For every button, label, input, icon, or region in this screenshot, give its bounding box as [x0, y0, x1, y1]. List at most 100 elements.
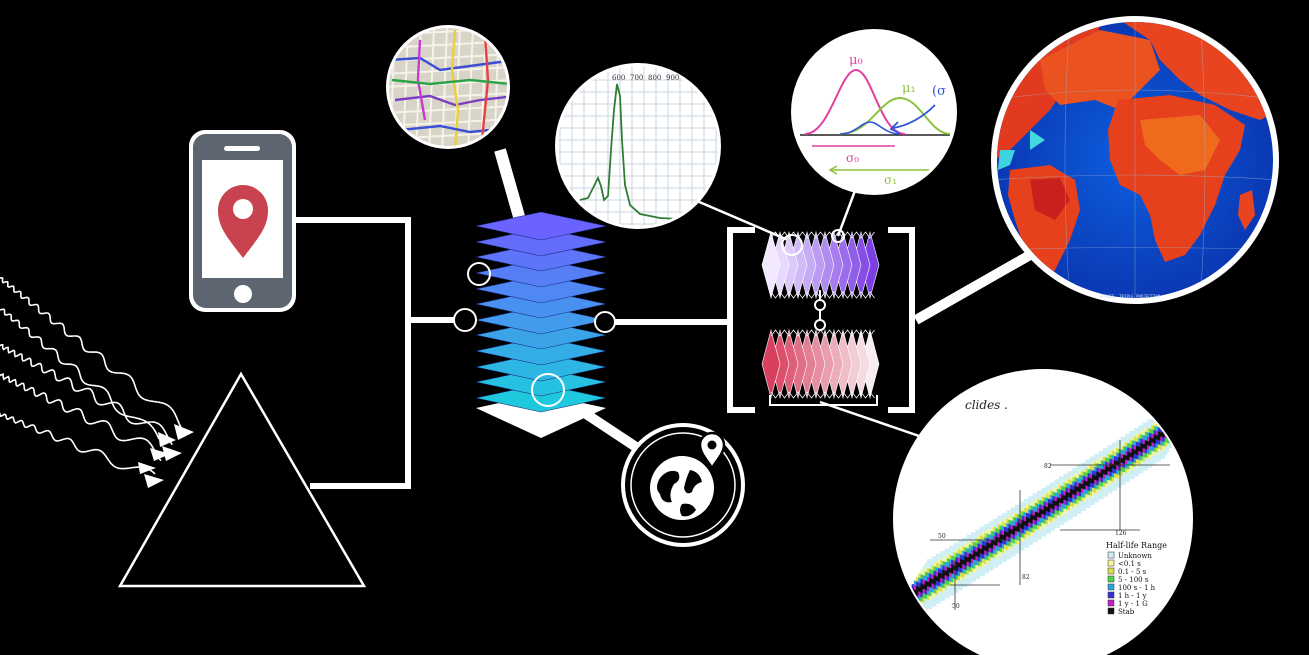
nuclide-cell [896, 618, 902, 624]
nuclide-cell [1202, 386, 1207, 391]
nuclide-cell [905, 599, 910, 605]
nuclide-cell [1162, 415, 1168, 421]
nuclide-cell [911, 597, 917, 603]
nuclide-cell [909, 606, 915, 612]
nuclide-cell [900, 615, 906, 621]
legend-label: 1 y - 1 G [1118, 600, 1148, 608]
nuclide-tick-126: 126 [1115, 530, 1127, 537]
legend-swatch [1107, 551, 1115, 559]
nuclide-cell [1177, 407, 1183, 413]
stack-layer [475, 211, 607, 241]
nuclide-cell [1019, 545, 1025, 551]
nuclide-cell [905, 595, 910, 600]
nuclide-cell [1182, 400, 1188, 406]
nuclide-cell [1166, 443, 1172, 449]
nuclide-cell [905, 604, 910, 610]
nuclide-cell [909, 615, 915, 621]
nuclide-cell [900, 606, 906, 612]
nuclide-cell [1180, 400, 1185, 405]
nuclide-cell [1182, 409, 1188, 415]
nuclide-cell [1041, 531, 1047, 537]
model-block [761, 230, 781, 300]
nuclide-cell [1191, 395, 1196, 400]
nuclide-cell [1200, 385, 1205, 390]
nuclide-cell [1164, 420, 1170, 426]
nuclide-cell [1015, 548, 1020, 554]
nuclide-cell [887, 624, 892, 629]
radio-wave [0, 372, 162, 462]
nuclide-cell [1158, 414, 1163, 420]
nuclide-cell [1188, 407, 1191, 413]
nuclide-cell [1166, 408, 1172, 414]
nuclide-cell [1195, 392, 1200, 397]
legend-label: 100 s - 1 h [1118, 584, 1156, 592]
nuclide-cell [1166, 425, 1172, 431]
nuclide-cell [907, 605, 913, 611]
nuclide-cell [1180, 417, 1185, 423]
nuclide-cell [1125, 477, 1130, 483]
nuclide-cell [1184, 397, 1190, 403]
nuclide-cell [902, 598, 908, 604]
nuclide-cell [895, 621, 897, 627]
nuclide-cell [1204, 382, 1209, 387]
nuclide-cell [975, 573, 981, 579]
nuclide-cell [1160, 453, 1166, 459]
nuclide-cell [902, 616, 908, 622]
stack-connector-circles [453, 262, 616, 407]
nuclide-cell [1177, 420, 1183, 426]
block-link [781, 229, 845, 331]
nuclide-cell [1081, 505, 1086, 511]
label-sigma1: σ₁ [884, 173, 897, 187]
nuclide-title-fragment: clides . [965, 398, 1008, 412]
label-mu0: μ₀ [849, 53, 863, 68]
map-pin-icon [218, 185, 268, 258]
nuclide-cell [1171, 418, 1177, 424]
nuclide-cell [1164, 416, 1170, 422]
nuclide-cell [1182, 405, 1188, 410]
nuclide-cell [1175, 411, 1181, 417]
nuclide-cell [898, 619, 904, 625]
nuclide-cell [1160, 415, 1166, 421]
nuclide-cell [911, 611, 917, 617]
nuclide-cell [890, 620, 895, 625]
legend-swatch [1107, 599, 1115, 607]
nuclide-cell [1129, 474, 1135, 480]
nuclide-cell [1188, 402, 1191, 408]
nuclide-cell [896, 609, 902, 615]
nuclide-cell [1164, 408, 1170, 413]
nuclide-cell [1182, 396, 1188, 402]
nuclide-cell [1173, 432, 1179, 438]
nuclide-cell [1160, 410, 1166, 416]
nuclide-cell [1164, 425, 1170, 431]
label-sigma-note: (σ [932, 84, 946, 99]
nuclide-cell [1133, 471, 1139, 477]
block-zigzag-edges [770, 329, 875, 399]
nuclide-cell [1180, 421, 1185, 427]
nuclide-cell [1180, 408, 1185, 414]
nuclide-cell [907, 614, 913, 620]
nuclide-cell [895, 613, 899, 618]
nuclide-cell [898, 610, 904, 616]
spectrum-tick-label: 800 [648, 74, 661, 82]
nuclide-cell [1198, 393, 1203, 398]
nuclide-cell [1177, 416, 1183, 422]
nuclide-cell [1138, 468, 1144, 474]
nuclide-cell [1158, 418, 1163, 424]
nuclide-cell [887, 628, 892, 633]
nuclide-cell [1089, 500, 1095, 506]
nuclide-cell [898, 615, 904, 620]
nuclide-cell [979, 571, 985, 576]
nuclide-cell [1188, 394, 1191, 400]
nuclide-cell [1182, 413, 1188, 419]
nuclide-cell [913, 607, 919, 613]
nuclide-cell [913, 612, 919, 618]
nuclide-cell [890, 625, 895, 630]
legend-label: <0.1 s [1118, 560, 1141, 568]
nuclide-cell [988, 565, 994, 571]
triangle-detector-icon [117, 371, 367, 588]
nuclide-cell [1171, 410, 1177, 416]
spectrum-tick-label: 700 [630, 74, 643, 82]
nuclide-cell [1094, 497, 1100, 503]
nuclide-tick-82-top: 82 [1044, 463, 1052, 470]
